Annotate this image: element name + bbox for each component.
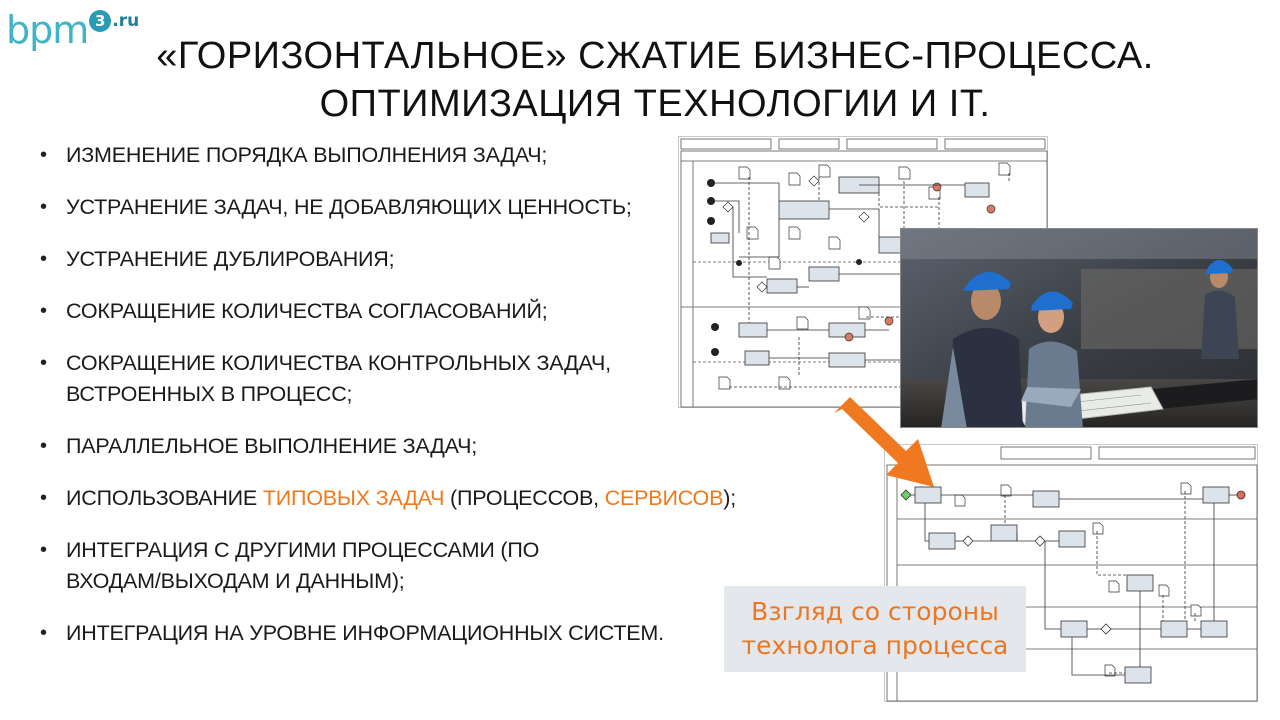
- bullet-item: ИНТЕГРАЦИЯ С ДРУГИМИ ПРОЦЕССАМИ (ПО ВХОД…: [40, 535, 830, 597]
- bullet-text: СОКРАЩЕНИЕ КОЛИЧЕСТВА КОНТРОЛЬНЫХ ЗАДАЧ,: [66, 351, 611, 375]
- bullet-text: ИНТЕГРАЦИЯ С ДРУГИМИ ПРОЦЕССАМИ (ПО: [66, 538, 540, 562]
- engineers-photo: [900, 228, 1258, 428]
- orange-arrow-icon: [830, 395, 940, 495]
- bullet-text: ПАРАЛЛЕЛЬНОЕ ВЫПОЛНЕНИЕ ЗАДАЧ;: [66, 434, 477, 458]
- bpm3-logo: bpm 3 .ru: [6, 8, 139, 60]
- bullet-item: ИНТЕГРАЦИЯ НА УРОВНЕ ИНФОРМАЦИОННЫХ СИСТ…: [40, 618, 830, 649]
- bullet-item: ПАРАЛЛЕЛЬНОЕ ВЫПОЛНЕНИЕ ЗАДАЧ;: [40, 431, 830, 462]
- callout-line-2: технолога процесса: [741, 631, 1009, 660]
- bullet-text: ВХОДАМ/ВЫХОДАМ И ДАННЫМ);: [66, 569, 405, 593]
- photo-svg: [901, 229, 1257, 427]
- bullet-list: ИЗМЕНЕНИЕ ПОРЯДКА ВЫПОЛНЕНИЯ ЗАДАЧ; УСТР…: [40, 140, 830, 649]
- bullet-text: ИНТЕГРАЦИЯ НА УРОВНЕ ИНФОРМАЦИОННЫХ СИСТ…: [66, 621, 664, 645]
- slide-title: «ГОРИЗОНТАЛЬНОЕ» СЖАТИЕ БИЗНЕС-ПРОЦЕССА.…: [130, 32, 1180, 128]
- bullet-item: СОКРАЩЕНИЕ КОЛИЧЕСТВА СОГЛАСОВАНИЙ;: [40, 296, 830, 327]
- logo-text: bpm: [6, 8, 89, 52]
- bullet-item: УСТРАНЕНИЕ ЗАДАЧ, НЕ ДОБАВЛЯЮЩИХ ЦЕННОСТ…: [40, 192, 830, 223]
- bullet-item: ИСПОЛЬЗОВАНИЕ ТИПОВЫХ ЗАДАЧ (ПРОЦЕССОВ, …: [40, 483, 830, 514]
- bullet-text: (ПРОЦЕССОВ,: [444, 486, 605, 510]
- title-line-1: «ГОРИЗОНТАЛЬНОЕ» СЖАТИЕ БИЗНЕС-ПРОЦЕССА.: [156, 35, 1154, 77]
- bullet-text: );: [723, 486, 736, 510]
- process-technologist-callout: Взгляд со стороны технолога процесса: [724, 586, 1026, 672]
- bullet-text: ИСПОЛЬЗОВАНИЕ: [66, 486, 263, 510]
- highlight-services: СЕРВИСОВ: [604, 486, 724, 510]
- logo-suffix: .ru: [112, 11, 140, 31]
- logo-badge: 3: [89, 10, 112, 32]
- bullet-text: УСТРАНЕНИЕ ЗАДАЧ, НЕ ДОБАВЛЯЮЩИХ ЦЕННОСТ…: [66, 195, 632, 219]
- bullet-text: ВСТРОЕННЫХ В ПРОЦЕСС;: [66, 382, 353, 406]
- bullet-item: УСТРАНЕНИЕ ДУБЛИРОВАНИЯ;: [40, 244, 830, 275]
- callout-line-1: Взгляд со стороны: [751, 597, 999, 626]
- bullet-text: УСТРАНЕНИЕ ДУБЛИРОВАНИЯ;: [66, 247, 395, 271]
- bullet-text: ИЗМЕНЕНИЕ ПОРЯДКА ВЫПОЛНЕНИЯ ЗАДАЧ;: [66, 143, 548, 167]
- bullet-item: СОКРАЩЕНИЕ КОЛИЧЕСТВА КОНТРОЛЬНЫХ ЗАДАЧ,…: [40, 348, 830, 410]
- arrow-svg: [834, 397, 934, 487]
- bullet-item: ИЗМЕНЕНИЕ ПОРЯДКА ВЫПОЛНЕНИЯ ЗАДАЧ;: [40, 140, 830, 171]
- bullet-text: СОКРАЩЕНИЕ КОЛИЧЕСТВА СОГЛАСОВАНИЙ;: [66, 299, 548, 323]
- highlight-typical-tasks: ТИПОВЫХ ЗАДАЧ: [262, 486, 445, 510]
- title-line-2: ОПТИМИЗАЦИЯ ТЕХНОЛОГИИ И IT.: [319, 83, 991, 125]
